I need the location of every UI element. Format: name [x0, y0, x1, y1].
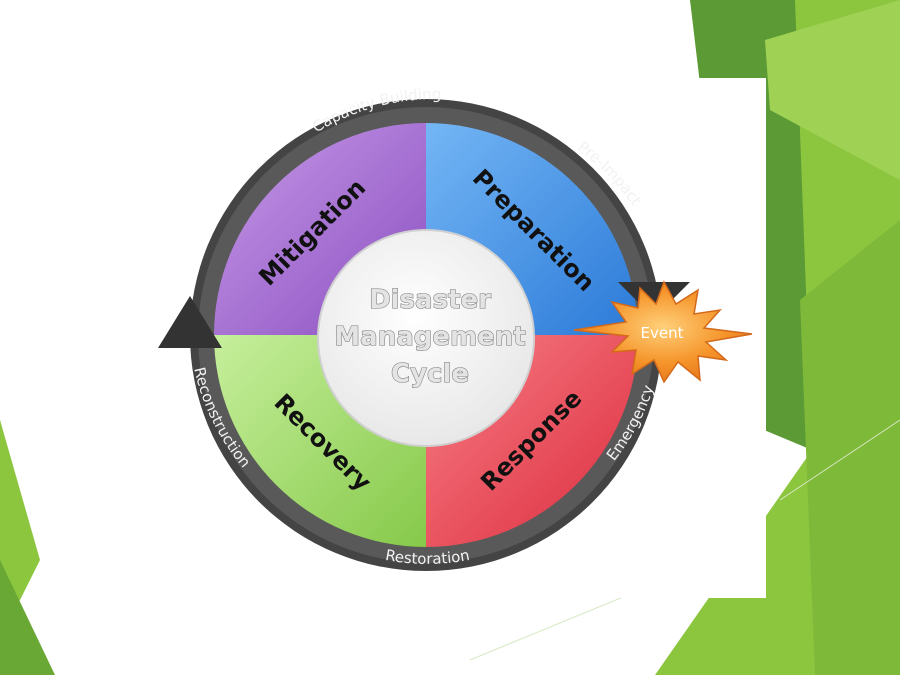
event-burst — [573, 280, 753, 384]
center-circle — [317, 229, 535, 447]
event-label: Event — [641, 324, 684, 342]
ring-label-restoration: Restoration — [384, 546, 471, 568]
arrowhead-left — [158, 296, 222, 348]
center-title-line-2: Management — [334, 322, 525, 352]
center-title-line-1: Disaster — [369, 285, 491, 315]
center-title-line-3: Cycle — [391, 359, 469, 389]
arrowhead-right — [618, 282, 690, 318]
